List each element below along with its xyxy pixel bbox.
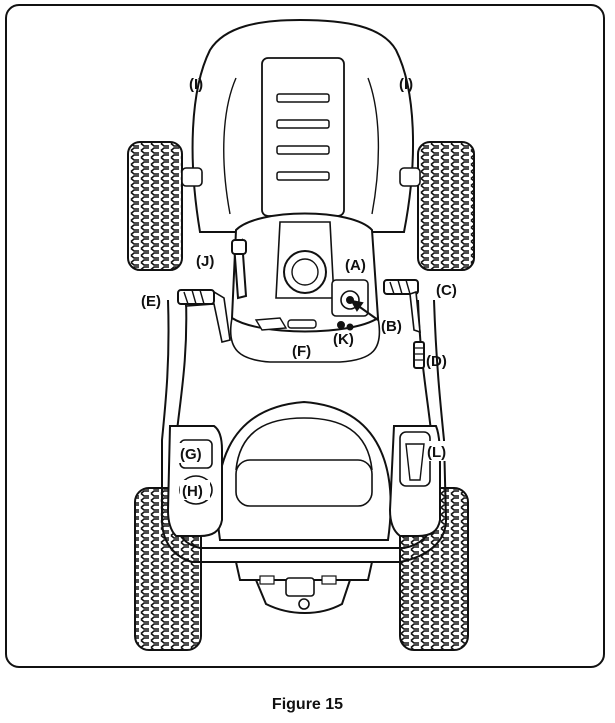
rear-hitch <box>234 561 374 614</box>
seat <box>216 400 392 541</box>
callout-label-l: (L) <box>427 444 446 461</box>
callout-label-i-left: (I) <box>189 76 203 93</box>
callout-label-j: (J) <box>196 253 214 270</box>
left-control-lever <box>177 289 231 343</box>
callout-label-f: (F) <box>292 343 311 360</box>
callout-label-i-right: (I) <box>399 76 413 93</box>
figure-caption: Figure 15 <box>271 696 344 713</box>
callout-arrow-b <box>350 299 379 321</box>
callout-label-c: (C) <box>436 282 457 299</box>
callout-label-e: (E) <box>141 293 161 310</box>
callout-badges <box>178 441 452 500</box>
callout-label-b: (B) <box>381 318 402 335</box>
right-control-lever <box>383 279 421 334</box>
pedal-d <box>413 341 425 369</box>
riding-mower-top-view-diagram: (I) (I) (J) (A) (C) (E) (B) (K) (F) (D) … <box>127 18 475 651</box>
front-right-tire <box>417 141 475 271</box>
callout-label-d: (D) <box>426 353 447 370</box>
lever-j <box>231 238 248 300</box>
callout-label-g: (G) <box>180 446 202 463</box>
front-left-tire <box>127 141 183 271</box>
hood <box>181 18 421 233</box>
callout-label-a: (A) <box>345 257 366 274</box>
callout-label-k: (K) <box>333 331 354 348</box>
callout-label-h: (H) <box>182 483 203 500</box>
